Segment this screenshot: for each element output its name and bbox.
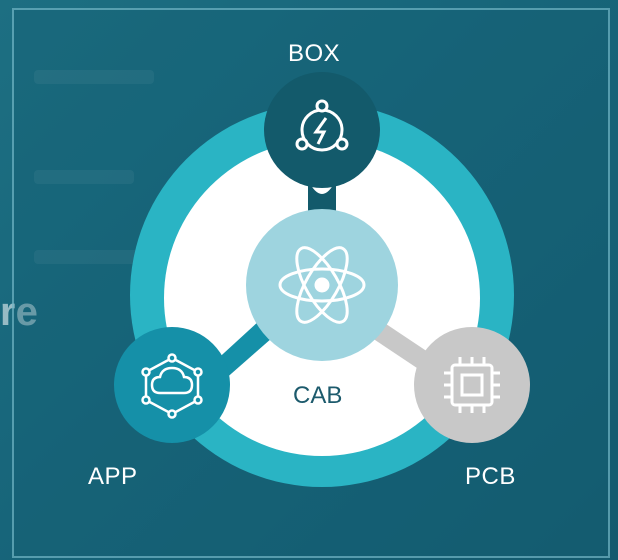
atom-icon [278,246,366,324]
label-cab: CAB [293,382,343,409]
background-blur [34,250,144,264]
background-blur [34,170,134,184]
label-box: BOX [288,40,341,67]
background-blur [34,70,154,84]
power-network-icon [295,99,349,152]
label-pcb: PCB [465,463,516,490]
box-node [264,72,380,188]
pcb-node [414,327,530,443]
app-node [114,327,230,443]
chip-icon [444,357,500,413]
label-app: APP [88,463,138,490]
background-text: re [0,290,38,334]
cloud-network-icon [141,353,203,419]
